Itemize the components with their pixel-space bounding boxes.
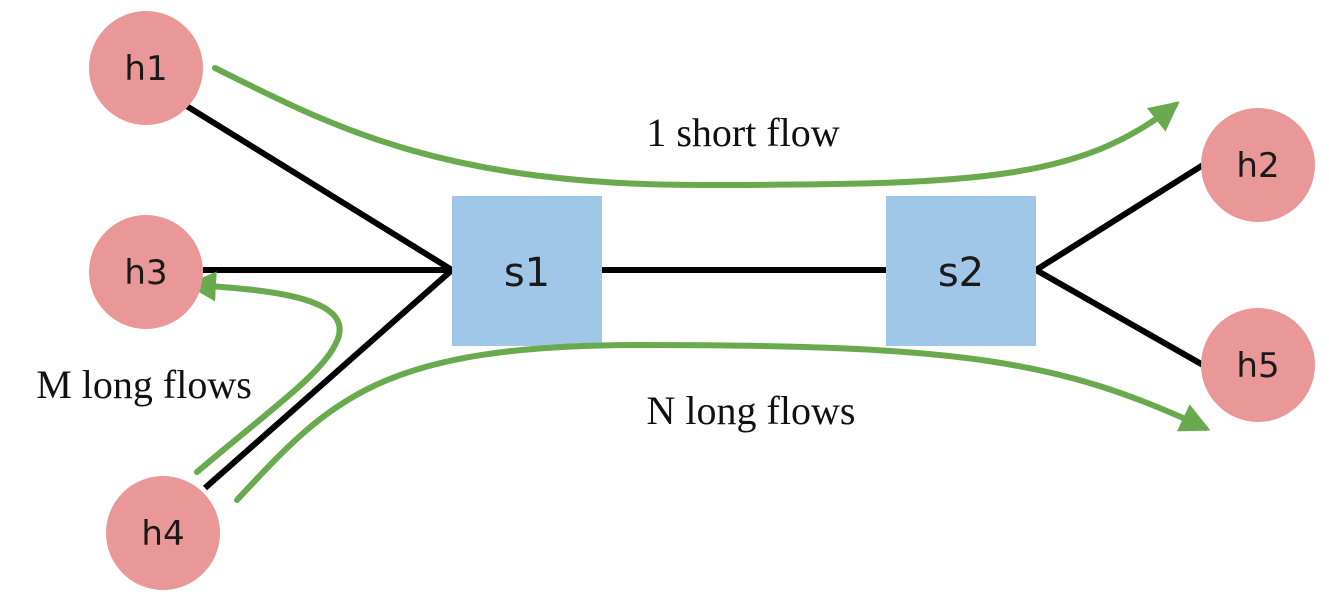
short-flow-arrow xyxy=(212,65,1180,189)
host-h3: h3 xyxy=(89,215,203,329)
host-h5-label: h5 xyxy=(1236,346,1279,386)
switch-s2-label: s2 xyxy=(938,250,984,296)
link-s2-h2 xyxy=(1034,162,1205,273)
short-flow-label: 1 short flow xyxy=(646,110,839,155)
host-h1: h1 xyxy=(89,11,203,125)
host-h1-label: h1 xyxy=(124,49,167,89)
switch-s1-label: s1 xyxy=(504,250,550,296)
host-h3-label: h3 xyxy=(124,253,167,293)
n-long-flows-label: N long flows xyxy=(647,388,856,433)
host-h4: h4 xyxy=(106,476,220,590)
switch-s2: s2 xyxy=(886,196,1036,346)
m-long-flows-arrow xyxy=(186,271,343,475)
host-h2: h2 xyxy=(1201,108,1315,222)
host-h2-label: h2 xyxy=(1236,146,1279,186)
link-s2-h5 xyxy=(1034,267,1205,368)
link-h1-s1 xyxy=(183,102,454,273)
switch-s1: s1 xyxy=(452,196,602,346)
link-h4-s1 xyxy=(203,267,454,491)
m-long-flows-label: M long flows xyxy=(36,362,252,407)
host-h5: h5 xyxy=(1201,308,1315,422)
host-h4-label: h4 xyxy=(141,514,184,554)
n-long-flows-arrow xyxy=(234,341,1211,503)
